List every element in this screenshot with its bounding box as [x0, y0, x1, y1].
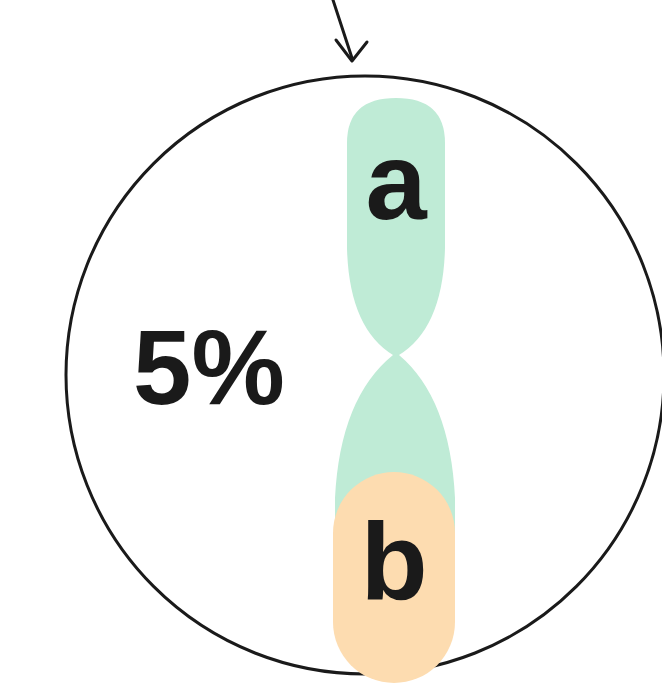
allele-label: b	[333, 506, 455, 616]
segment-shape	[333, 472, 455, 683]
arrow-head	[336, 40, 367, 61]
allele-label: a	[335, 126, 457, 236]
percentage-label: 5%	[133, 315, 285, 420]
cell-circle: 5% a b	[65, 75, 662, 675]
chromatid-segment: b	[333, 472, 455, 683]
cell-outline	[66, 76, 662, 674]
